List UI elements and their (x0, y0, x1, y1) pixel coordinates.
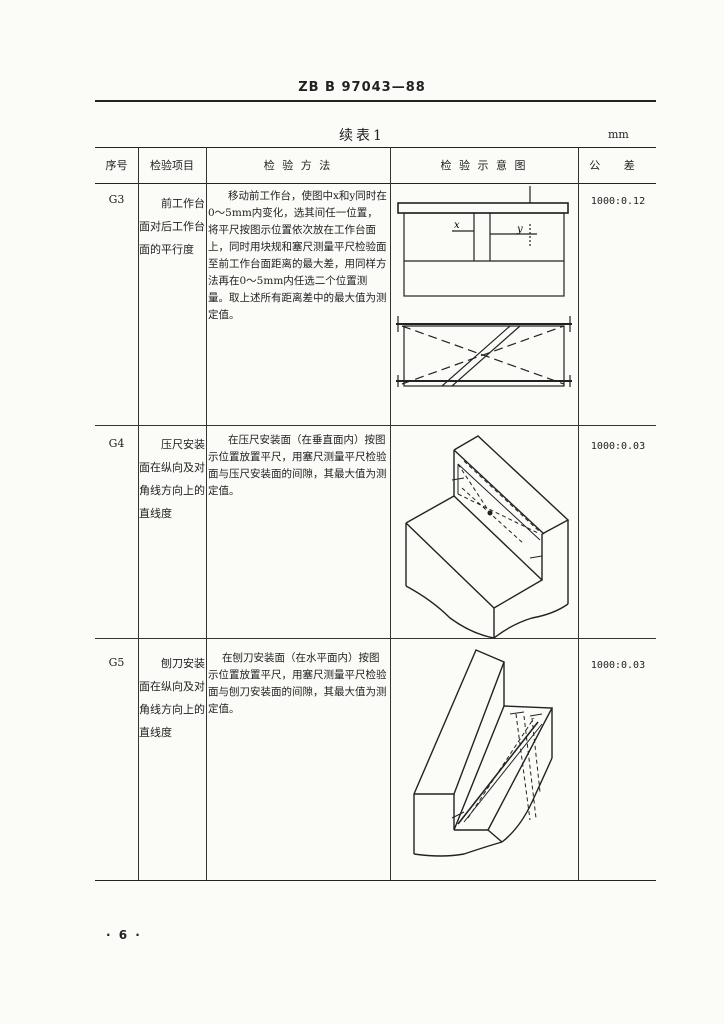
column-divider (390, 147, 391, 880)
standard-code: ZB B 97043—88 (298, 80, 426, 95)
row-number: G3 (108, 193, 125, 206)
column-divider (138, 147, 139, 880)
tolerance-value: 1000:0.03 (590, 441, 646, 452)
row-separator (95, 425, 656, 426)
tolerance-value: 1000:0.12 (590, 196, 646, 207)
inspection-method: 在压尺安装面（在垂直面内）按图示位置放置平尺，用塞尺测量平尺检验面与压尺安装面的… (208, 434, 387, 497)
table-caption: 续表1 (339, 128, 385, 144)
tolerance-value: 1000:0.03 (590, 660, 646, 671)
inspection-method: 移动前工作台，使图中x和y同时在0～5mm内变化，选其间任一位置，将平尺按图示位… (208, 190, 387, 321)
row-number: G5 (108, 656, 125, 669)
header-diagram: 检 验 示 意 图 (440, 159, 528, 172)
inspection-method: 在刨刀安装面（在水平面内）按图示位置放置平尺，用塞尺测量平尺检验面与刨刀安装面的… (208, 652, 387, 715)
unit-label: mm (608, 128, 629, 141)
table-bottom-rule (95, 880, 656, 881)
table-top-rule (95, 147, 656, 148)
header-method: 检 验 方 法 (263, 159, 333, 172)
header-tolerance: 公 差 (589, 159, 645, 172)
header-no: 序号 (105, 159, 128, 172)
g3-diagram: x y (396, 186, 572, 387)
g5-diagram (413, 649, 554, 857)
inspection-item: 前工作台面对后工作台面的平行度 (139, 197, 205, 256)
page-number: · 6 · (106, 928, 142, 942)
table-header-rule (95, 183, 656, 184)
inspection-item: 压尺安装面在纵向及对角线方向上的直线度 (139, 438, 205, 520)
g4-diagram (405, 435, 570, 638)
x-label: x (454, 220, 460, 231)
header-rule (95, 100, 656, 102)
row-separator (95, 638, 656, 639)
column-divider (206, 147, 207, 880)
header-item: 检验项目 (150, 159, 194, 172)
inspection-item: 刨刀安装面在纵向及对角线方向上的直线度 (139, 657, 205, 739)
y-label: y (516, 224, 523, 235)
column-divider (578, 147, 579, 880)
row-number: G4 (108, 437, 125, 450)
